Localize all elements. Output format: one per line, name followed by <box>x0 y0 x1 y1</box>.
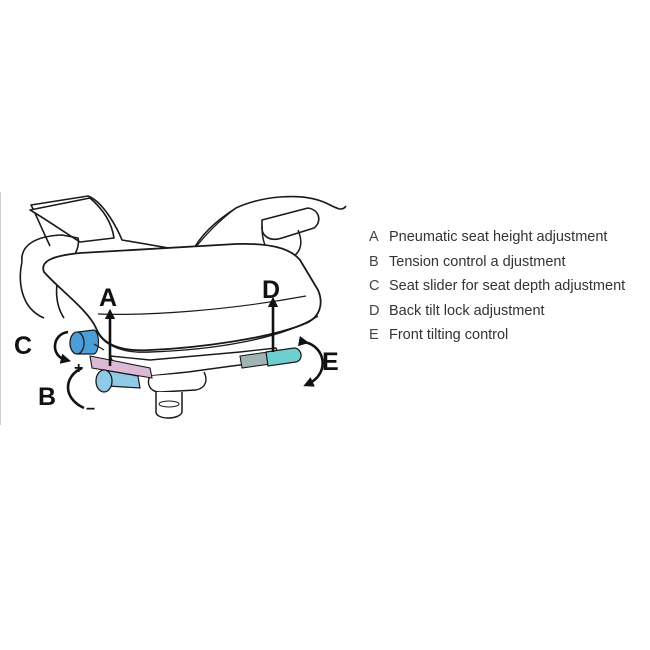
legend-text: Pneumatic seat height adjustment <box>389 229 608 245</box>
legend-letter: B <box>369 253 379 270</box>
legend-letter: A <box>369 229 379 245</box>
label-a: A <box>99 284 117 312</box>
seat-slider-bar <box>89 355 153 379</box>
gas-cylinder-ring <box>158 400 180 408</box>
mechanism-housing <box>147 371 207 393</box>
rotation-arrow-b <box>66 366 85 410</box>
legend-letter: C <box>369 278 380 295</box>
legend-item-a: A Pneumatic seat height adjustment <box>369 229 644 254</box>
label-e: E <box>322 348 339 376</box>
legend-letter: D <box>369 302 380 319</box>
legend-text: Tension control a djustment <box>389 253 566 270</box>
legend-item-b: B Tension control a djustment <box>369 254 644 279</box>
seat-depth-knob-face <box>69 331 85 355</box>
label-c: C <box>14 332 32 360</box>
front-tilt-lever <box>265 347 302 367</box>
label-d: D <box>262 276 280 304</box>
label-b: B <box>38 383 56 411</box>
right-armrest <box>261 207 320 241</box>
legend-letter: E <box>369 327 379 344</box>
left-armrest <box>29 197 115 243</box>
seat-front-edge <box>95 315 319 353</box>
legend-text: Seat slider for seat depth adjustment <box>389 278 626 295</box>
legend-item-e: E Front tilting control <box>369 327 644 352</box>
sign-plus: + <box>74 360 83 377</box>
seat-depth-knob-shaft <box>93 343 105 351</box>
rotation-arrow-e <box>297 335 324 387</box>
adjustment-legend: A Pneumatic seat height adjustment B Ten… <box>369 229 644 352</box>
legend-item-d: D Back tilt lock adjustment <box>369 303 644 328</box>
legend-text: Front tilting control <box>389 327 509 344</box>
chair-backrest <box>30 195 347 253</box>
legend-text: Back tilt lock adjustment <box>389 302 545 319</box>
gas-cylinder <box>155 392 183 419</box>
rotation-arrow-c <box>53 330 72 364</box>
tension-control-knob <box>95 369 113 393</box>
legend-item-c: C Seat slider for seat depth adjustment <box>369 278 644 303</box>
sign-minus: − <box>86 401 95 418</box>
